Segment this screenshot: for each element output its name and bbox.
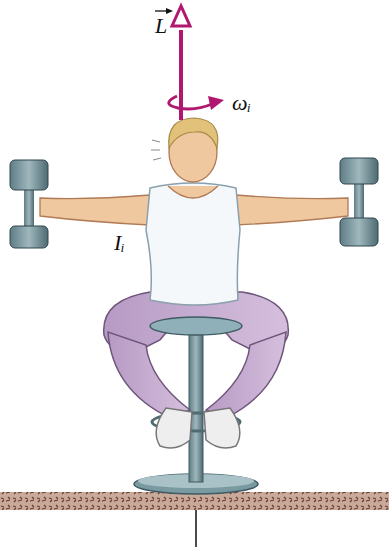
vector-accent-head (166, 8, 173, 14)
hair (169, 118, 218, 148)
left-shoe (156, 408, 192, 448)
left-arm (40, 195, 150, 225)
tank-top (146, 183, 240, 305)
moment-of-inertia-label: Iᵢ (114, 232, 125, 254)
stool-pole (189, 330, 203, 482)
right-arm (236, 195, 348, 225)
rotation-arrow (169, 96, 212, 109)
rotation-arrowhead (208, 96, 224, 110)
neck (168, 186, 218, 198)
left-shin (108, 332, 190, 418)
angular-velocity-label: ωᵢ (232, 92, 251, 114)
motion-lines (151, 140, 161, 160)
right-shin (206, 332, 286, 418)
angular-momentum-vector (179, 30, 183, 120)
vector-label: L (155, 15, 167, 37)
stool-seat (150, 317, 242, 335)
vector-head (172, 6, 190, 26)
left-dumbbell (10, 160, 48, 248)
right-dumbbell (340, 158, 378, 246)
right-shoe (204, 408, 240, 448)
